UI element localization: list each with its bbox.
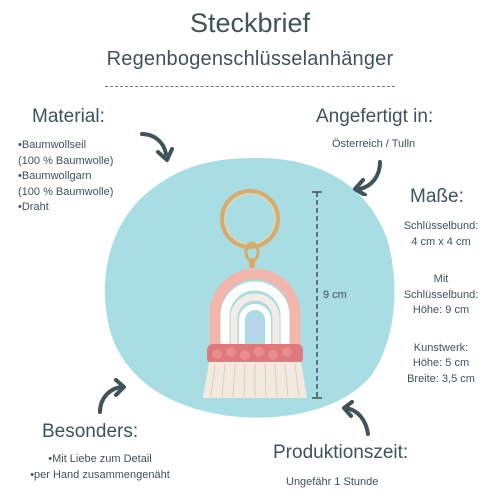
divider [105,86,395,87]
special-item: •Mit Liebe zum Detail [48,453,152,465]
production-heading: Produktionszeit: [273,442,409,463]
material-item: (100 % Baumwolle) [18,154,114,167]
origin-text: Österreich / Tulln [332,138,416,150]
page-title: Steckbrief [189,8,311,38]
material-item: •Baumwollseil [18,139,87,151]
dimension-line: Höhe: 5 cm [412,357,470,369]
special-item: •per Hand zusammengenäht [30,468,170,481]
page-subtitle: Regenbogenschlüsselanhänger [106,48,394,70]
special-list: •Mit Liebe zum Detail •per Hand zusammen… [0,452,200,483]
dimensions-heading: Maße: [410,186,464,207]
material-heading: Material: [32,106,105,127]
measure-label: 9 cm [323,289,347,301]
material-item: •Baumwollgarn [18,170,92,182]
dimension-line: Schlüsselbund: [403,288,479,301]
dimension-line: Höhe: 9 cm [412,304,470,316]
dimension-line: Schlüsselbund: [403,220,479,232]
dimensions-list: Schlüsselbund: 4 cm x 4 cm Mit Schlüssel… [388,219,494,387]
production-text: Ungefähr 1 Stunde [286,476,379,488]
curved-arrow-icon [140,132,174,162]
material-list: •Baumwollseil (100 % Baumwolle) •Baumwol… [18,138,113,216]
curved-arrow-icon [353,160,382,196]
dimension-line: Mit [433,273,449,285]
keychain-illustration [203,189,307,398]
dimension-spacer [388,319,494,341]
special-heading: Besonders: [42,421,139,442]
dimension-line: Kunstwerk: [413,341,469,354]
measurement-line [312,191,322,399]
material-item: (100 % Baumwolle) [18,185,114,198]
origin-heading: Angefertigt in: [316,106,434,127]
dimension-line: Breite: 3,5 cm [407,372,475,385]
material-item: •Draht [18,201,49,213]
key-ring-icon [220,189,280,249]
dimension-spacer [388,250,494,272]
curved-arrow-icon [98,378,126,414]
curved-arrow-icon [342,400,370,436]
dimension-line: 4 cm x 4 cm [411,235,471,248]
